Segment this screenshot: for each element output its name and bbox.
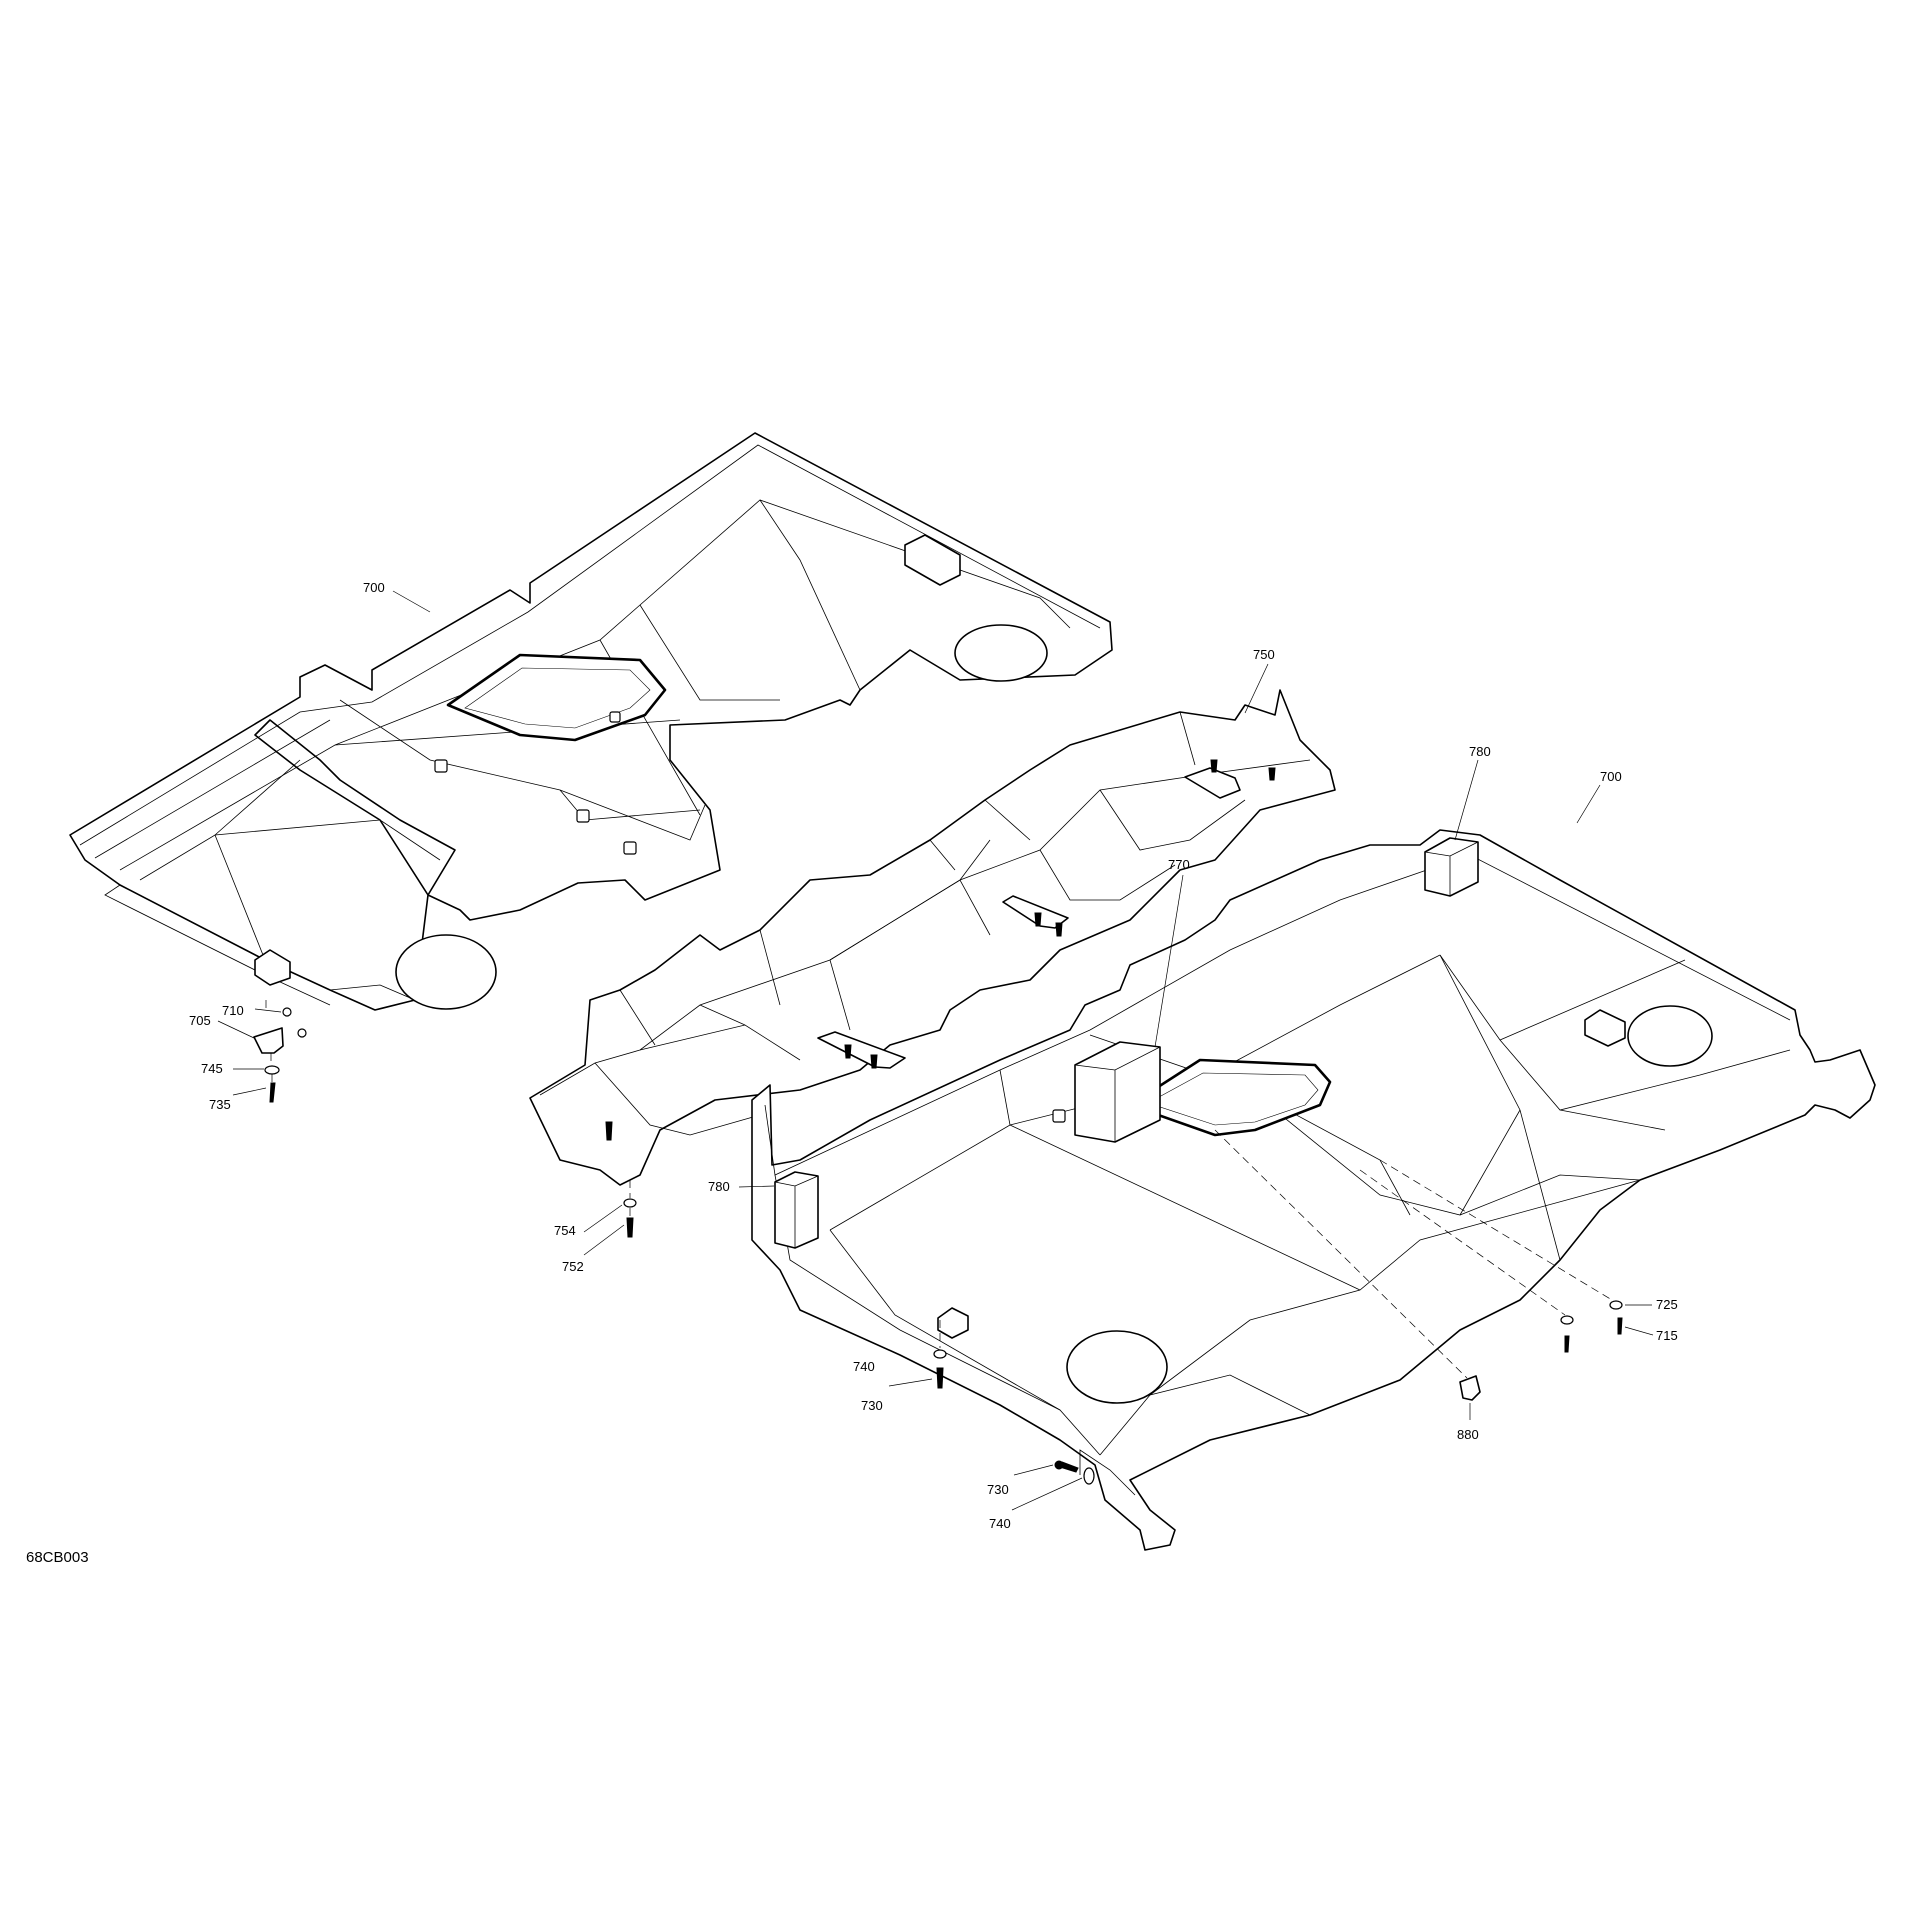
callout-725: 725 (1656, 1297, 1678, 1312)
callout-710: 710 (222, 1003, 244, 1018)
callout-740-b: 740 (989, 1516, 1011, 1531)
right-hardware (933, 1129, 1623, 1485)
left-floor-panel (69, 432, 1113, 1011)
center-seat-base-panel (529, 689, 1336, 1186)
callout-780-left: 780 (708, 1179, 730, 1194)
callout-labels: 700 710 705 745 735 750 754 752 770 780 … (189, 580, 1678, 1531)
callout-770: 770 (1168, 857, 1190, 872)
right-floor-panel (751, 829, 1876, 1551)
callout-780-top: 780 (1469, 744, 1491, 759)
callout-750: 750 (1253, 647, 1275, 662)
callout-730-a: 730 (861, 1398, 883, 1413)
callout-730-b: 730 (987, 1482, 1009, 1497)
callout-880: 880 (1457, 1427, 1479, 1442)
callout-705: 705 (189, 1013, 211, 1028)
callout-740-a: 740 (853, 1359, 875, 1374)
left-hardware (253, 1000, 307, 1103)
center-hardware (623, 1180, 637, 1238)
callout-735: 735 (209, 1097, 231, 1112)
callout-715: 715 (1656, 1328, 1678, 1343)
diagram-code: 68CB003 (26, 1549, 89, 1566)
callout-754: 754 (554, 1223, 576, 1238)
callout-752: 752 (562, 1259, 584, 1274)
callout-leaders (217, 590, 1654, 1511)
callout-700-right: 700 (1600, 769, 1622, 784)
callout-745: 745 (201, 1061, 223, 1076)
callout-700-left: 700 (363, 580, 385, 595)
